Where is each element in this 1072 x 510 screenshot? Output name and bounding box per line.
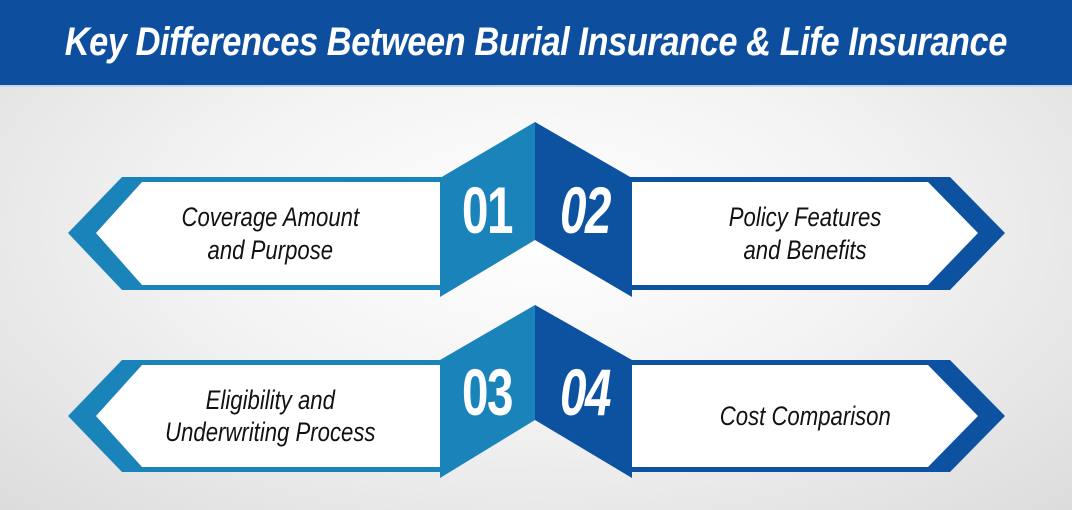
step-number-01: 01 (462, 173, 513, 247)
step-number-03: 03 (462, 355, 513, 429)
step-label-02-line-2: and Benefits (743, 234, 867, 265)
step-label-04: Cost Comparison (655, 365, 955, 467)
step-label-01-line-1: Coverage Amount (181, 202, 359, 233)
hexagon-half-02 (535, 122, 632, 297)
step-label-03: Eligibility and Underwriting Process (115, 365, 425, 467)
step-label-02: Policy Features and Benefits (655, 182, 955, 285)
step-label-03-line-2: Underwriting Process (164, 417, 376, 447)
step-label-02-line-1: Policy Features (728, 202, 882, 233)
page-title: Key Differences Between Burial Insurance… (64, 20, 1008, 64)
hexagon-half-03 (440, 305, 535, 478)
arrow-right-04-fill (632, 365, 978, 467)
arrow-left-03-fill (96, 365, 440, 467)
step-label-03-line-1: Eligibility and (205, 384, 335, 415)
step-label-04-line-1: Cost Comparison (719, 400, 891, 431)
arrow-left-01-fill (96, 182, 440, 285)
step-label-01-line-2: and Purpose (207, 234, 333, 265)
row-1 (68, 122, 1005, 297)
step-label-01: Coverage Amount and Purpose (120, 182, 420, 285)
hexagon-half-04 (535, 305, 632, 478)
row-2 (68, 305, 1005, 478)
header-banner: Key Differences Between Burial Insurance… (0, 0, 1072, 87)
step-number-02: 02 (560, 173, 611, 247)
hexagon-half-01 (440, 122, 535, 297)
step-number-04: 04 (560, 355, 611, 429)
arrow-right-02-fill (632, 182, 978, 285)
